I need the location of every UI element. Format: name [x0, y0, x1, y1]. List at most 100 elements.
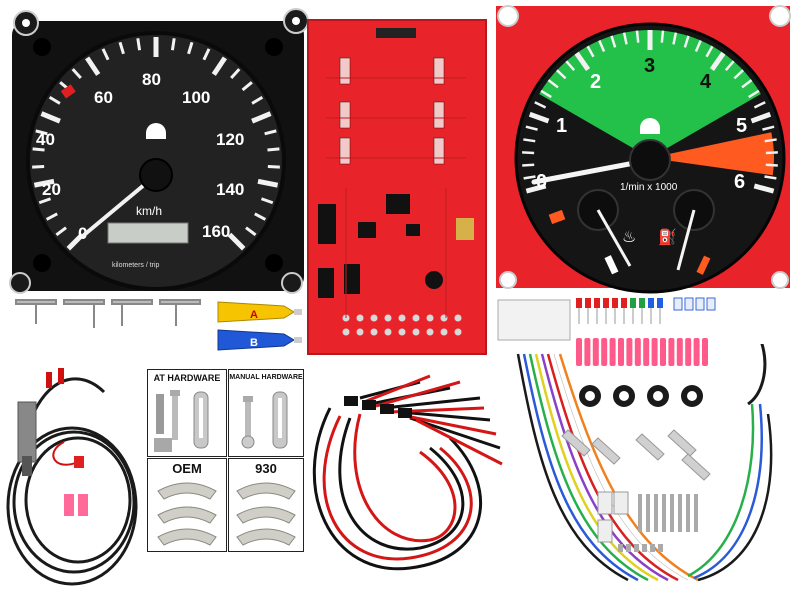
tach-tick	[534, 101, 547, 109]
crimp-terminal	[601, 338, 608, 366]
tach-tick	[672, 32, 678, 45]
odometer-lcd	[107, 222, 189, 244]
oem-clips-panel: OEM	[147, 458, 227, 552]
tachometer-gauge: 0 1 2 3 4 5 6 1/min x 1000 ♨ ⛽	[496, 5, 791, 294]
brand-logo-icon	[146, 123, 166, 139]
speedo-tick	[136, 38, 142, 51]
mount-ear-icon	[769, 5, 791, 27]
speedo-tick	[187, 41, 194, 55]
speedo-tick	[32, 164, 45, 169]
tach-tick	[556, 69, 567, 80]
adhesive-tubes: A B	[217, 301, 302, 351]
tach-tick	[523, 175, 536, 180]
led-icon	[585, 298, 591, 308]
speedo-tick	[267, 147, 280, 152]
speedo-tick	[170, 38, 176, 51]
mount-ear-icon	[281, 272, 303, 294]
tach-tick	[522, 163, 535, 167]
tach-tick	[748, 89, 760, 99]
tach-tick	[724, 60, 735, 72]
fuel-pump-icon: ⛽	[658, 228, 677, 246]
pink-terminal	[64, 494, 74, 516]
manual-hardware-panel: MANUAL HARDWARE	[228, 369, 304, 457]
led-icon	[630, 298, 636, 308]
crimp-terminal	[693, 338, 700, 366]
led-icon	[576, 298, 582, 308]
tach-tick	[565, 60, 576, 72]
buzzer	[425, 271, 443, 289]
speedo-number: 40	[36, 130, 55, 149]
needle-hub	[629, 139, 671, 181]
bulb-icon	[695, 297, 705, 311]
crimp-terminal	[676, 338, 683, 366]
tach-tick	[764, 175, 777, 180]
crimp-terminal	[660, 338, 666, 366]
speedo-tick	[71, 68, 82, 80]
tach-tick	[741, 79, 753, 89]
led-icon	[603, 298, 609, 308]
tach-tick	[765, 151, 778, 155]
speedo-number: 100	[182, 88, 210, 107]
tach-tick	[683, 35, 690, 48]
speedo-tick	[267, 164, 280, 169]
speedo-tick	[257, 178, 279, 188]
speedo-tick	[85, 56, 101, 76]
tach-tick	[547, 79, 559, 89]
colored-wire-harness	[516, 344, 773, 582]
tube-b-label: B	[250, 337, 258, 349]
led-icon	[621, 298, 627, 308]
tube-a-label: A	[250, 309, 258, 321]
tach-number: 3	[644, 55, 655, 77]
speedo-tick	[251, 111, 272, 124]
tach-tick	[528, 111, 550, 124]
speedometer-gauge: 20 40 60 80 100 120 140 160 0 km/h kilom…	[9, 8, 309, 294]
crimp-terminal	[634, 338, 641, 366]
speedo-tick	[45, 212, 58, 221]
odometer-caption: kilometers / trip	[112, 262, 160, 269]
speedo-tick	[35, 129, 48, 136]
manual-hardware-title: MANUAL HARDWARE	[229, 374, 303, 381]
crimp-terminal	[702, 338, 708, 366]
needle-hub	[139, 158, 173, 192]
wiring-connector-and-leds	[497, 297, 716, 341]
center-circuit-board	[307, 19, 487, 355]
speedo-tick	[48, 95, 61, 105]
speedo-unit: km/h	[136, 204, 162, 218]
speedo-tick	[55, 226, 67, 237]
crimp-terminal	[626, 338, 633, 366]
oem-title: OEM	[172, 461, 202, 476]
tach-tick	[750, 111, 772, 124]
crimp-terminal	[618, 338, 624, 366]
coolant-temp-icon: ♨	[622, 229, 636, 246]
mounting-screws	[15, 299, 201, 328]
speedo-number: 60	[94, 88, 113, 107]
tach-tick	[574, 51, 591, 71]
speedo-number: 20	[42, 180, 61, 199]
tach-tick	[522, 151, 535, 155]
tach-number: 5	[736, 115, 747, 137]
tach-tick	[764, 138, 777, 143]
auto-hardware-title: AT HARDWARE	[153, 373, 221, 383]
tach-tick	[622, 32, 628, 45]
led-icon	[648, 298, 654, 308]
tach-tick	[753, 183, 775, 194]
tach-number: 2	[590, 71, 601, 93]
red-black-wire-harness	[312, 374, 503, 571]
speed-sensor	[17, 401, 37, 463]
tach-tick	[525, 183, 547, 194]
speedo-tick	[241, 81, 253, 92]
pink-terminal	[78, 494, 88, 516]
tach-tick	[694, 39, 702, 52]
tach-tick	[540, 89, 552, 99]
mount-ear-icon	[9, 272, 31, 294]
speedo-tick	[118, 41, 125, 55]
speedo-tick	[38, 197, 52, 205]
crimp-terminal	[584, 338, 591, 366]
tach-tick	[523, 138, 536, 143]
speedo-tick	[227, 232, 246, 251]
speedo-tick	[40, 111, 61, 124]
tach-tick	[762, 125, 775, 131]
speedo-tick	[230, 68, 241, 80]
tach-unit: 1/min x 1000	[620, 182, 678, 193]
crimp-terminal	[668, 338, 675, 366]
